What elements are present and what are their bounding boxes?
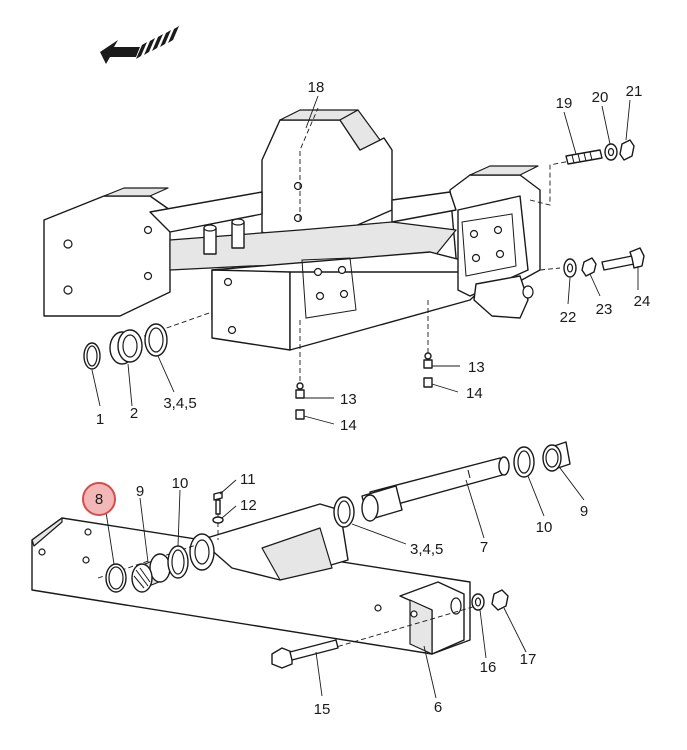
stud-bolt: [565, 149, 603, 165]
flanged-bush: [109, 329, 143, 365]
callout-11: 11: [240, 471, 256, 488]
washer: [212, 516, 224, 524]
callout-2: 2: [130, 405, 138, 422]
callout-13-left: 13: [340, 391, 357, 408]
bush: [131, 553, 171, 593]
callout-19: 19: [556, 95, 573, 112]
axle-beam: [31, 503, 471, 655]
callout-9-right: 9: [580, 503, 588, 520]
bush: [542, 441, 571, 472]
hex-nut: [619, 139, 635, 161]
hex-nut: [491, 589, 509, 611]
callout-18: 18: [308, 79, 325, 96]
hex-bolt: [601, 247, 645, 271]
callout-3-4-5-lower: 3,4,5: [410, 541, 443, 558]
callout-14-right: 14: [466, 385, 483, 402]
front-axle-bracket-frame: [43, 109, 541, 351]
callout-23: 23: [596, 301, 613, 318]
callout-3-4-5-upper: 3,4,5: [163, 395, 196, 412]
callout-20: 20: [592, 89, 609, 106]
callout-14-left: 14: [340, 417, 357, 434]
grease-nipple: [295, 382, 305, 420]
callout-12: 12: [240, 497, 257, 514]
callout-6: 6: [434, 699, 442, 716]
callout-22: 22: [560, 309, 577, 326]
callout-10-right: 10: [536, 519, 553, 536]
callout-7: 7: [480, 539, 488, 556]
callout-1: 1: [96, 411, 104, 428]
callout-16: 16: [480, 659, 497, 676]
hex-bolt: [271, 639, 339, 669]
callout-15: 15: [314, 701, 331, 718]
callout-9-left: 9: [136, 483, 144, 500]
hex-nut: [581, 257, 597, 277]
callout-highlight: [82, 482, 116, 516]
forward-arrow-icon: [100, 26, 179, 64]
grease-nipple: [423, 352, 433, 388]
callout-17: 17: [520, 651, 537, 668]
callout-10-left: 10: [172, 475, 189, 492]
pivot-pin: [361, 456, 510, 522]
callout-8: 8: [95, 491, 103, 508]
bolt: [213, 491, 223, 515]
callout-21: 21: [626, 83, 643, 100]
callout-13-right: 13: [468, 359, 485, 376]
callout-24: 24: [634, 293, 651, 310]
